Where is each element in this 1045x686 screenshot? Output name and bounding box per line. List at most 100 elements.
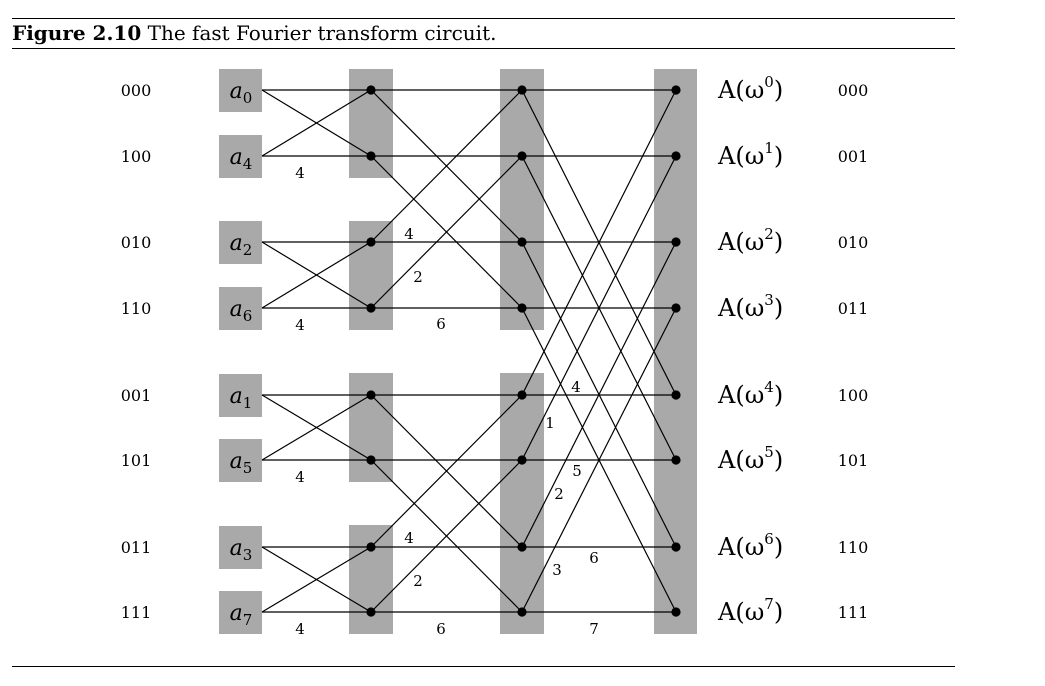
caption-bottom-rule <box>12 48 955 49</box>
caption-top-rule <box>12 18 955 19</box>
weight-s1-3: 4 <box>295 620 305 638</box>
input-box-2 <box>219 221 262 264</box>
output-label-7: A(ω7) <box>717 595 783 626</box>
output-label-0: A(ω0) <box>717 73 783 104</box>
stage2-box-1 <box>500 373 544 634</box>
input-code-2: 010 <box>121 233 152 252</box>
figure-label: Figure 2.10 <box>12 21 142 45</box>
weight-s2-3: 4 <box>404 529 414 547</box>
node-dot-s3-r6 <box>671 542 681 552</box>
weight-s3-3: 2 <box>554 485 564 503</box>
coefficient-label-7: a7 <box>230 601 253 629</box>
stage3-box <box>654 69 697 634</box>
wire-s2-cross-up-7 <box>370 459 523 613</box>
weight-s3-5: 3 <box>552 561 562 579</box>
stage2-box-0 <box>500 69 544 330</box>
wire-s2-cross-up-3 <box>370 155 523 309</box>
weight-s3-6: 7 <box>589 620 599 638</box>
coefficient-label-5: a5 <box>230 449 253 477</box>
output-label-1: A(ω1) <box>717 139 783 170</box>
butterfly-wires <box>261 89 677 613</box>
input-code-7: 111 <box>121 603 152 622</box>
weight-s2-1: 2 <box>413 268 423 286</box>
node-dot-s2-r7 <box>517 607 527 617</box>
input-code-6: 011 <box>121 538 152 557</box>
coefficient-label-4: a1 <box>230 384 253 412</box>
output-code-4: 100 <box>838 386 869 405</box>
wire-s2-cross-up-2 <box>370 89 523 243</box>
node-dot-s2-r0 <box>517 85 527 95</box>
node-dot-s1-r4 <box>366 390 376 400</box>
node-dot-s3-r4 <box>671 390 681 400</box>
output-code-2: 010 <box>838 233 869 252</box>
input-box-5 <box>219 439 262 482</box>
input-code-1: 100 <box>121 147 152 166</box>
node-dot-s1-r5 <box>366 455 376 465</box>
input-code-5: 101 <box>121 451 152 470</box>
node-dot-s1-r1 <box>366 151 376 161</box>
node-dot-s1-r0 <box>366 85 376 95</box>
node-dots <box>366 85 681 617</box>
output-code-6: 110 <box>838 538 869 557</box>
output-label-4: A(ω4) <box>717 378 783 409</box>
coefficient-label-0: a0 <box>230 79 253 107</box>
node-dot-s3-r3 <box>671 303 681 313</box>
weight-s3-2: 5 <box>572 462 582 480</box>
input-code-4: 001 <box>121 386 152 405</box>
weight-s2-2: 6 <box>436 315 446 333</box>
node-dot-s1-r3 <box>366 303 376 313</box>
output-code-1: 001 <box>838 147 869 166</box>
coefficient-label-6: a3 <box>230 536 253 564</box>
node-dot-s3-r1 <box>671 151 681 161</box>
weight-s3-4: 6 <box>589 549 599 567</box>
coefficient-label-3: a6 <box>230 297 253 325</box>
node-dot-s1-r7 <box>366 607 376 617</box>
weight-s3-1: 1 <box>545 414 555 432</box>
stage1-box-3 <box>349 525 393 634</box>
weight-s2-4: 2 <box>413 572 423 590</box>
diagram-labels: 000 a0 100 a4 010 a2 110 a6 001 a1 101 a5 011 a3 111 a7… <box>121 73 869 638</box>
wire-s1-cross-up-3 <box>261 546 372 613</box>
wire-s3-cross-up-6 <box>521 241 677 548</box>
stage1-box-1 <box>349 221 393 330</box>
node-dot-s1-r6 <box>366 542 376 552</box>
input-box-4 <box>219 374 262 417</box>
node-dot-s2-r4 <box>517 390 527 400</box>
output-label-3: A(ω3) <box>717 291 783 322</box>
input-code-0: 000 <box>121 81 152 100</box>
node-dot-s2-r6 <box>517 542 527 552</box>
output-code-7: 111 <box>838 603 869 622</box>
weight-s1-1: 4 <box>295 316 305 334</box>
coefficient-label-2: a2 <box>230 231 253 259</box>
wire-s1-cross-up-0 <box>261 89 372 157</box>
output-label-2: A(ω2) <box>717 225 783 256</box>
input-box-7 <box>219 591 262 634</box>
node-dot-s3-r0 <box>671 85 681 95</box>
figure-bottom-rule <box>12 666 955 667</box>
figure-caption-text: The fast Fourier transform circuit. <box>147 21 497 45</box>
stage1-box-2 <box>349 373 393 482</box>
wire-s1-cross-up-1 <box>261 241 372 309</box>
weight-s1-0: 4 <box>295 164 305 182</box>
coefficient-label-1: a4 <box>230 145 253 173</box>
output-code-5: 101 <box>838 451 869 470</box>
weight-s2-5: 6 <box>436 620 446 638</box>
input-box-0 <box>219 69 262 112</box>
weight-s3-0: 4 <box>571 378 581 396</box>
figure-caption: Figure 2.10 The fast Fourier transform c… <box>12 20 496 46</box>
wire-s1-cross-up-2 <box>261 394 372 461</box>
wire-s2-cross-up-6 <box>370 394 523 548</box>
output-label-6: A(ω6) <box>717 530 783 561</box>
input-box-3 <box>219 287 262 330</box>
input-box-1 <box>219 135 262 178</box>
output-label-5: A(ω5) <box>717 443 783 474</box>
node-dot-s3-r2 <box>671 237 681 247</box>
weight-s1-2: 4 <box>295 468 305 486</box>
node-dot-s2-r3 <box>517 303 527 313</box>
node-dot-s2-r5 <box>517 455 527 465</box>
node-dot-s2-r2 <box>517 237 527 247</box>
node-dot-s1-r2 <box>366 237 376 247</box>
output-code-3: 011 <box>838 299 869 318</box>
input-code-3: 110 <box>121 299 152 318</box>
